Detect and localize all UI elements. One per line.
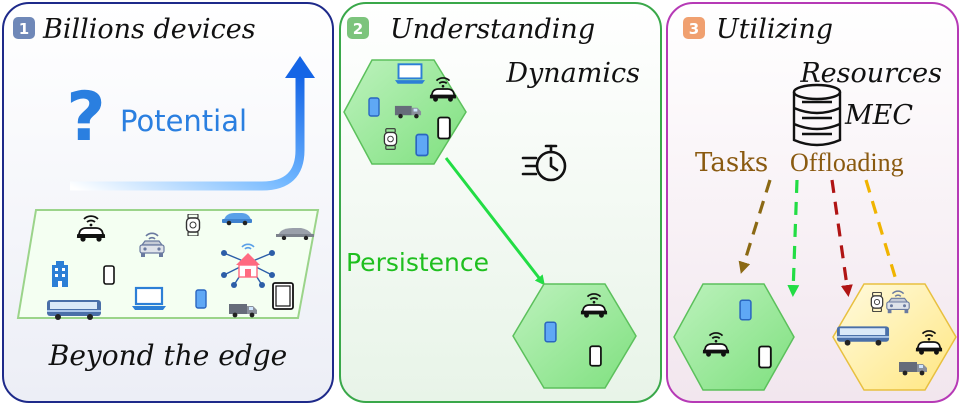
smartphone-icon — [437, 116, 451, 140]
tablet-icon — [272, 282, 294, 310]
panel1-number: 1 — [19, 20, 29, 38]
smartphone-icon — [544, 321, 557, 343]
question-icon: ? — [66, 78, 105, 157]
potential-arrow — [70, 76, 305, 191]
panel1-title: Billions devices — [42, 14, 256, 45]
smartphone-icon — [589, 345, 602, 367]
panel-understanding-dynamics: 2 Understanding Dynamics Persistence — [339, 2, 662, 403]
potential-label: Potential — [120, 104, 247, 138]
panel1-number-badge — [13, 17, 35, 39]
smartphone-icon — [739, 299, 752, 321]
potential-arrow-head — [285, 56, 315, 78]
smartwatch-icon — [870, 292, 884, 312]
panel2-number: 2 — [353, 20, 363, 38]
panel2-title-line2: Dynamics — [505, 58, 640, 89]
panel3-title-line1: Utilizing — [716, 14, 833, 45]
panel-billions-devices: 1 Billions devices ? Potential Beyond th… — [2, 2, 334, 403]
panel-utilizing-resources: 3 Utilizing Resources MEC Tasks Offloadi… — [666, 2, 959, 403]
smartphone-icon — [758, 345, 772, 369]
smartphone-icon — [103, 265, 115, 285]
smartwatch-icon — [185, 214, 201, 236]
panel1-footer: Beyond the edge — [48, 339, 287, 372]
smartphone-icon — [415, 133, 429, 157]
mec-label: MEC — [844, 100, 913, 131]
panel2-title-line1: Understanding — [390, 14, 595, 45]
offload-arrow-green — [787, 179, 800, 297]
panel3-number: 3 — [689, 20, 699, 38]
smartphone-icon — [195, 289, 207, 309]
offload-arrow-red — [830, 179, 853, 297]
offload-arrow-brown — [738, 179, 772, 274]
tasks-label: Tasks — [695, 148, 768, 178]
database-icon — [792, 83, 842, 147]
laptop-icon — [395, 63, 425, 85]
panel2-number-badge — [347, 17, 369, 39]
offloading-label: Offloading — [790, 148, 904, 177]
laptop-icon — [132, 286, 166, 312]
panel3-number-badge — [683, 17, 705, 39]
persistence-arrow — [444, 157, 545, 286]
smartphone-icon — [368, 97, 380, 117]
timer-icon — [521, 144, 567, 182]
persistence-label: Persistence — [346, 248, 489, 277]
cell-hexagon-yellow — [832, 283, 957, 391]
panel3-title-line2: Resources — [799, 58, 942, 89]
